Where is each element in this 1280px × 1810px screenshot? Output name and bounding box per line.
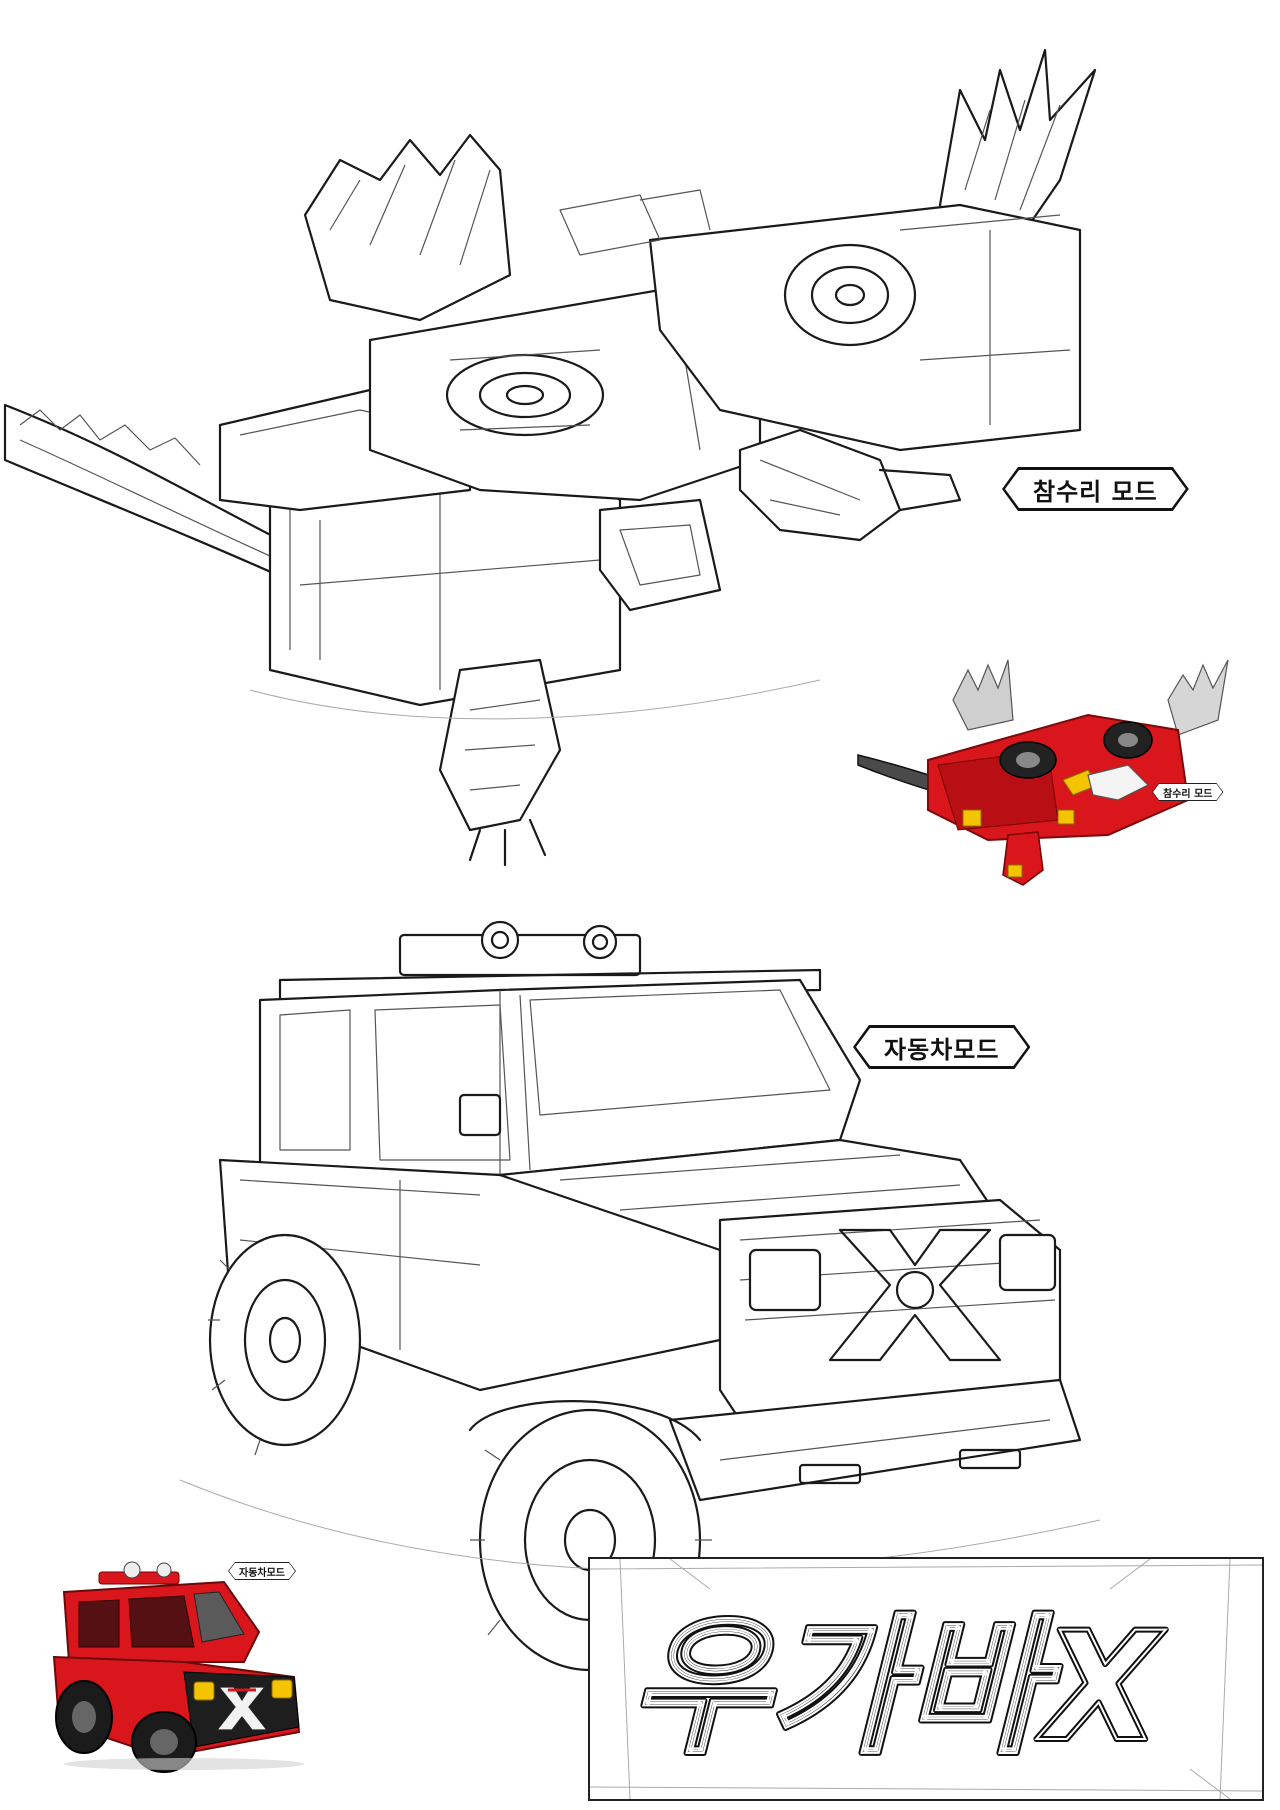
car-mode-label: 자동차모드 xyxy=(856,1028,1027,1066)
logo-panel: 우가바X 우가바X xyxy=(588,1557,1264,1801)
car-mode-small-tag: 자동차모드 xyxy=(228,1562,296,1580)
eagle-mode-line-art xyxy=(3,48,1097,867)
eagle-mode-small-tag: 참수리 모드 xyxy=(1152,783,1223,801)
logo-text: 우가바X xyxy=(630,1601,1166,1775)
logo-background-lines xyxy=(590,1559,1262,1799)
eagle-mode-small-label: 참수리 모드 xyxy=(1153,784,1222,800)
car-mode-line-art xyxy=(179,920,1101,1680)
car-mode-toy-photo xyxy=(52,1561,304,1773)
eagle-mode-tag: 참수리 모드 xyxy=(1002,467,1189,511)
car-mode-small-label: 자동차모드 xyxy=(229,1563,295,1579)
car-mode-tag: 자동차모드 xyxy=(853,1025,1030,1069)
logo-text-inner: 우가바X xyxy=(630,1601,1166,1775)
eagle-mode-toy-photo xyxy=(857,659,1229,886)
eagle-mode-label: 참수리 모드 xyxy=(1005,470,1186,508)
logo-ugaba-x: 우가바X 우가바X xyxy=(627,1598,1169,1778)
